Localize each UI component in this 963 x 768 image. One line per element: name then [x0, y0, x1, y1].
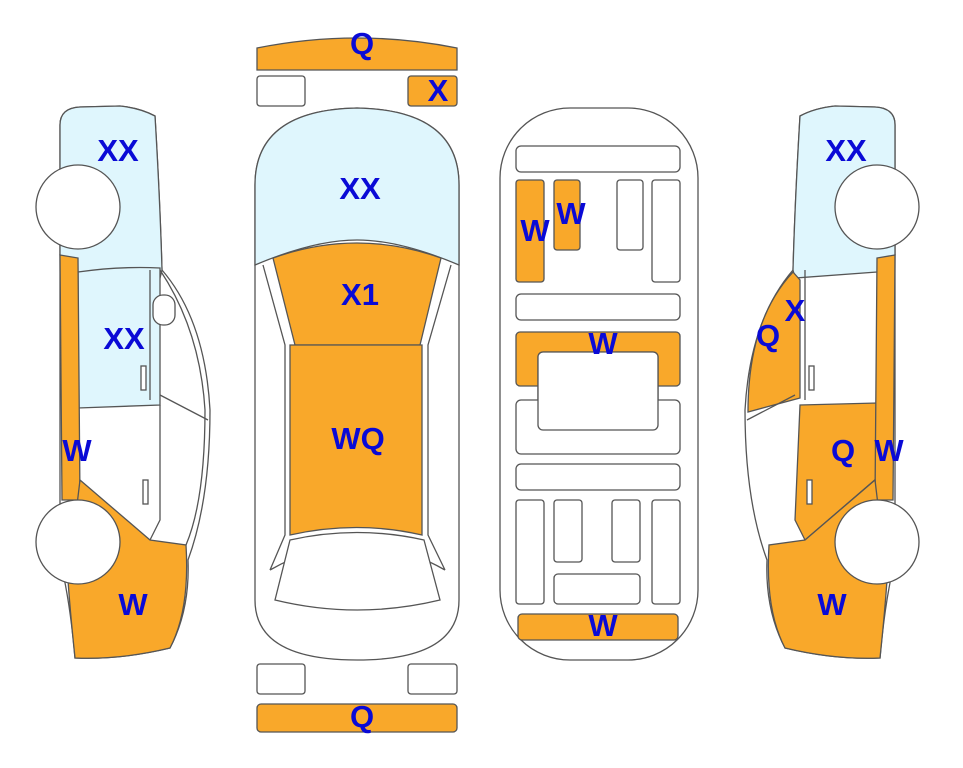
label-front-right-light: X: [428, 73, 449, 108]
under-rear[interactable]: [517, 613, 679, 641]
left-front-door-glass[interactable]: [77, 266, 161, 409]
label-windshield: XX: [339, 171, 381, 206]
label-under-middle: W: [588, 326, 618, 361]
label-rear-bumper: Q: [350, 699, 374, 734]
left-mirror: [152, 294, 176, 326]
front-left-light[interactable]: [256, 75, 306, 107]
rear-bumper[interactable]: [256, 703, 458, 733]
right-door-handle: [808, 365, 815, 391]
label-right-sill: W: [874, 433, 904, 468]
label-right-front: XX: [825, 133, 867, 168]
roof[interactable]: [289, 344, 423, 536]
label-left-door-glass: XX: [103, 321, 145, 356]
rear-window: [274, 531, 441, 611]
label-right-rear: W: [817, 587, 847, 622]
label-left-sill: W: [62, 433, 92, 468]
right-rear-wheel: [834, 499, 920, 585]
hood[interactable]: [272, 242, 442, 346]
right-pillar[interactable]: [747, 271, 801, 413]
top-view: [254, 37, 460, 733]
right-door-handle: [806, 479, 813, 505]
under-left-2[interactable]: [553, 179, 581, 251]
right-side-view: [744, 105, 920, 659]
label-left-front: XX: [97, 133, 139, 168]
label-front-bumper: Q: [350, 26, 374, 61]
left-rear-wheel: [35, 499, 121, 585]
damage-labels: Q X XX XX W W XX X1 WQ W W W W XX X Q Q …: [62, 26, 904, 734]
label-under-left-2: W: [556, 196, 586, 231]
label-right-pillar-x: X: [785, 293, 806, 328]
underside-view: [499, 107, 699, 661]
left-door-handle: [142, 479, 149, 505]
windshield[interactable]: [254, 107, 460, 266]
rear-right-light[interactable]: [407, 663, 458, 695]
front-right-light[interactable]: [407, 75, 458, 107]
rear-left-light[interactable]: [256, 663, 306, 695]
label-under-left-1: W: [520, 213, 550, 248]
label-right-pillar-q: Q: [756, 318, 780, 353]
right-front-wheel: [834, 164, 920, 250]
left-side-view: [35, 105, 211, 659]
label-left-rear: W: [118, 587, 148, 622]
front-bumper[interactable]: [256, 37, 458, 71]
label-under-rear: W: [588, 608, 618, 643]
left-front-wheel: [35, 164, 121, 250]
label-right-door: Q: [831, 433, 855, 468]
under-left-1[interactable]: [515, 179, 545, 283]
label-roof: WQ: [331, 421, 384, 456]
left-door-handle: [140, 365, 147, 391]
label-hood: X1: [341, 277, 379, 312]
